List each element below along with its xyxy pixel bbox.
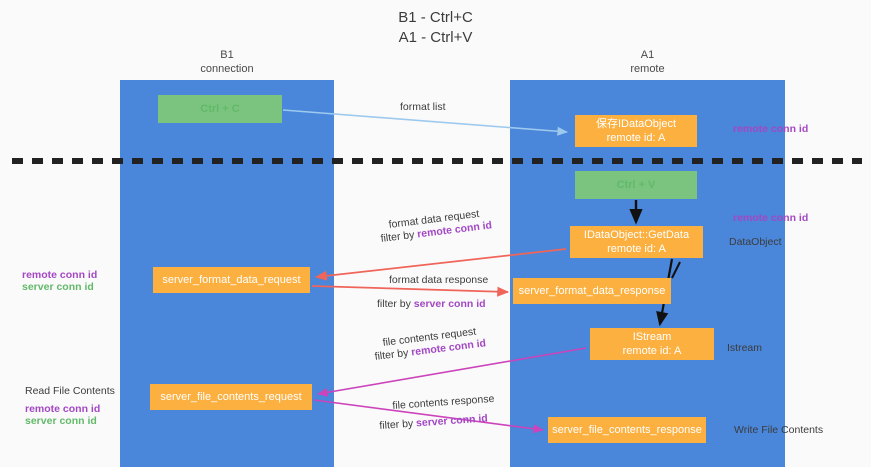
diagram-title: B1 - Ctrl+C A1 - Ctrl+V: [398, 9, 473, 46]
node-server-format-data-request[interactable]: server_format_data_request: [153, 267, 310, 293]
annotation-remote-conn-id-mid: remote conn id: [733, 212, 809, 224]
lane-heading-a1: A1 remote: [630, 49, 665, 75]
node-save-idataobject[interactable]: 保存IDataObject remote id: A: [575, 115, 697, 147]
node-ctrl-v[interactable]: Ctrl + V: [575, 171, 697, 199]
edge-label-file-contents-response-filter: filter by server conn id: [379, 412, 488, 433]
node-idataobject-getdata[interactable]: IDataObject::GetData remote id: A: [570, 226, 703, 258]
filter-prefix: filter by: [379, 417, 417, 432]
annotation-left-remote-conn-id-bottom: remote conn id: [25, 403, 101, 415]
node-server-file-contents-request[interactable]: server_file_contents_request: [150, 384, 312, 410]
annotation-read-file-contents: Read File Contents: [25, 385, 115, 397]
edge-label-format-list: format list: [400, 101, 446, 113]
annotation-remote-conn-id-top: remote conn id: [733, 123, 809, 135]
annotation-dataobject: DataObject: [729, 236, 782, 248]
annotation-left-server-conn-id-bottom: server conn id: [25, 415, 97, 427]
node-server-format-data-response[interactable]: server_format_data_response: [513, 278, 671, 304]
annotation-left-server-conn-id-top: server conn id: [22, 281, 94, 293]
filter-prefix: filter by: [374, 346, 412, 363]
edge-label-format-data-response-filter: filter by server conn id: [377, 298, 486, 311]
annotation-write-file-contents: Write File Contents: [734, 424, 824, 436]
annotation-left-remote-conn-id-top: remote conn id: [22, 269, 98, 281]
annotation-istream: Istream: [727, 342, 763, 354]
node-istream[interactable]: IStream remote id: A: [590, 328, 714, 360]
filter-key-server-conn-id: server conn id: [415, 412, 489, 430]
edge-label-format-data-response: format data response: [389, 274, 489, 286]
lane-heading-b1: B1 connection: [200, 49, 254, 75]
node-ctrl-c[interactable]: Ctrl + C: [158, 95, 282, 123]
edge-label-file-contents-response: file contents response: [392, 392, 495, 412]
filter-key-server-conn-id: server conn id: [413, 298, 486, 310]
filter-prefix: filter by: [380, 228, 418, 245]
filter-prefix: filter by: [377, 298, 414, 310]
node-server-file-contents-response[interactable]: server_file_contents_response: [548, 417, 706, 443]
